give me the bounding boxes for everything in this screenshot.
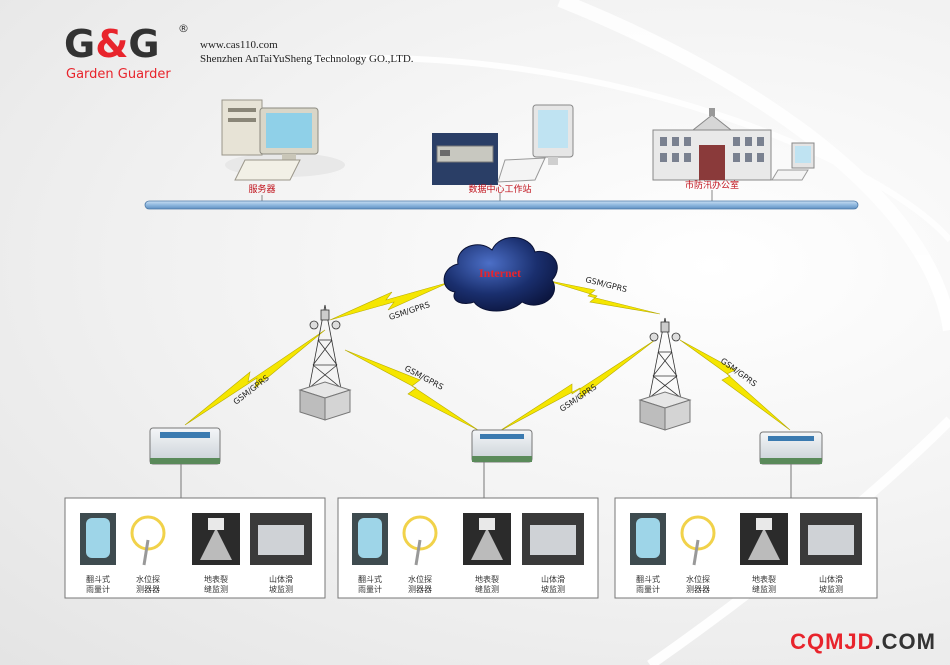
sensor-label: 水位探	[686, 574, 710, 584]
office-label: 市防汛办公室	[685, 179, 739, 191]
internet-label: Internet	[479, 266, 521, 280]
sensor-label: 坡监测	[819, 584, 843, 594]
server-label: 服务器	[248, 183, 275, 195]
sensor-label: 坡监测	[269, 584, 293, 594]
link-bolt-4	[344, 349, 479, 431]
server-computer-icon	[221, 99, 345, 181]
logo-mark: G&G	[64, 22, 160, 66]
watermark-suffix: .COM	[874, 629, 936, 654]
sensor-label: 翻斗式	[636, 574, 660, 584]
watermark-main: CQMJD	[790, 629, 875, 654]
sensor-label: 坡监测	[541, 584, 565, 594]
link-bolt-5	[497, 339, 656, 433]
sensor-label: 雨量计	[636, 584, 660, 594]
sensor-label: 地表裂	[475, 574, 499, 584]
rain-gauge-icon	[352, 513, 388, 565]
water-level-probe-icon	[396, 513, 444, 566]
ground-crack-monitor-icon	[192, 513, 240, 565]
sensor-label: 缝监测	[475, 584, 499, 594]
equipment-shelter-left-icon	[298, 381, 352, 421]
sensor-label: 雨量计	[86, 584, 110, 594]
water-level-probe-icon	[674, 513, 722, 566]
sensor-group-1: 翻斗式 雨量计 水位探 测器器 地表裂 缝监测 山体滑 坡监测	[64, 497, 326, 599]
sensor-label: 水位探	[136, 574, 160, 584]
company-info: www.cas110.com Shenzhen AnTaiYuSheng Tec…	[200, 38, 414, 66]
link-label-5: GSM/GPRS	[558, 382, 598, 413]
landslide-monitor-icon	[800, 513, 862, 565]
rain-gauge-icon	[630, 513, 666, 565]
company-name: Shenzhen AnTaiYuSheng Technology GO.,LTD…	[200, 53, 414, 65]
sensor-label: 翻斗式	[358, 574, 382, 584]
sensor-label: 翻斗式	[86, 574, 110, 584]
network-bus-bar	[144, 200, 859, 210]
sensor-label: 雨量计	[358, 584, 382, 594]
flood-control-office-icon	[652, 108, 815, 181]
sensor-group-3: 翻斗式 雨量计 水位探 测器器 地表裂 缝监测 山体滑 坡监测	[614, 497, 878, 599]
data-logger-3-icon	[759, 431, 823, 465]
logo-tagline: Garden Guarder	[66, 67, 171, 82]
equipment-shelter-right-icon	[638, 391, 692, 431]
rain-gauge-icon	[80, 513, 116, 565]
sensor-label: 缝监测	[752, 584, 776, 594]
sensor-label: 地表裂	[204, 574, 228, 584]
sensor-label: 缝监测	[204, 584, 228, 594]
link-bolt-2	[544, 279, 661, 315]
datacenter-label: 数据中心工作站	[468, 183, 531, 195]
datacenter-workstation-icon	[432, 104, 574, 185]
landslide-monitor-icon	[250, 513, 312, 565]
company-logo: G&G ® Garden Guarder	[64, 22, 189, 82]
data-logger-2-icon	[471, 429, 533, 463]
sensor-label: 山体滑	[269, 574, 293, 584]
sensor-label: 山体滑	[819, 574, 843, 584]
registered-mark: ®	[178, 22, 189, 35]
water-level-probe-icon	[124, 513, 172, 566]
link-bolt-6	[679, 339, 791, 431]
landslide-monitor-icon	[522, 513, 584, 565]
sensor-label: 山体滑	[541, 574, 565, 584]
sensor-label: 测器器	[408, 585, 432, 594]
ground-crack-monitor-icon	[463, 513, 511, 565]
sensor-label: 测器器	[136, 585, 160, 594]
sensor-label: 测器器	[686, 585, 710, 594]
data-logger-1-icon	[149, 427, 221, 465]
ground-crack-monitor-icon	[740, 513, 788, 565]
wireless-links	[184, 279, 791, 433]
sensor-label: 水位探	[408, 574, 432, 584]
sensor-label: 地表裂	[752, 574, 776, 584]
sensor-group-2: 翻斗式 雨量计 水位探 测器器 地表裂 缝监测 山体滑 坡监测	[337, 497, 599, 599]
watermark: CQMJD.COM	[790, 629, 936, 655]
internet-cloud-icon	[443, 237, 558, 312]
company-url[interactable]: www.cas110.com	[200, 39, 278, 51]
link-bolt-3	[184, 329, 326, 426]
